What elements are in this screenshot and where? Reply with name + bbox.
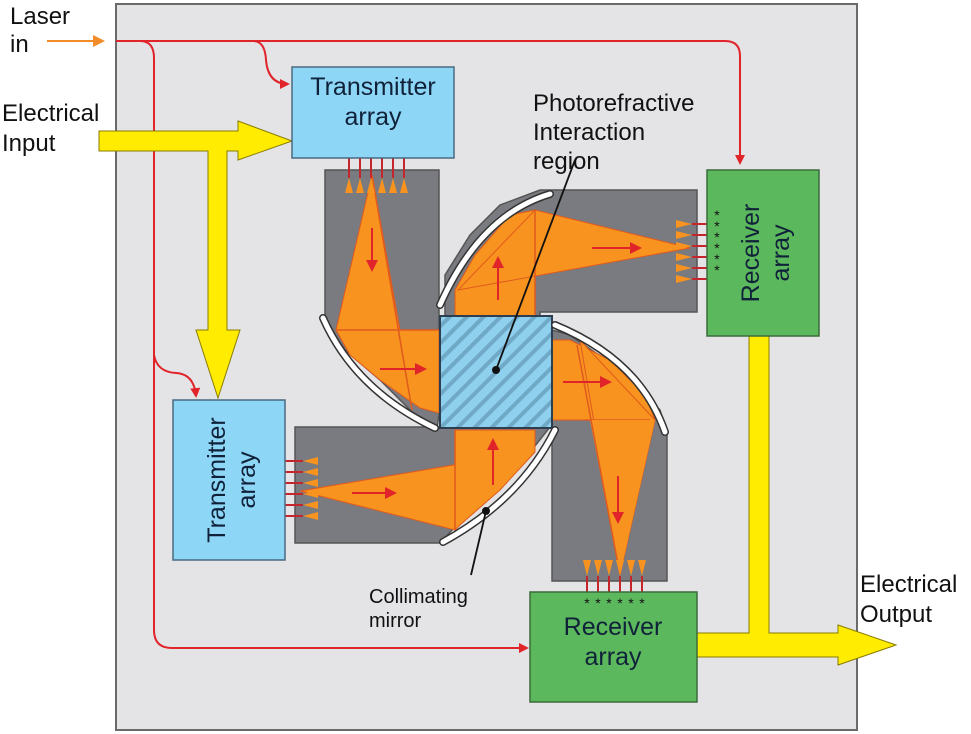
transmitter-array-left: Transmitter array <box>172 399 286 561</box>
emitter-cone <box>303 479 318 487</box>
detector-cone <box>616 560 624 576</box>
emitter-cone <box>345 178 353 193</box>
laser-bus-left <box>139 40 529 653</box>
photorefractive-label-2: Interaction <box>533 119 645 146</box>
laser-lines <box>47 35 745 653</box>
laser-branch-tx-left <box>153 354 201 398</box>
collimating-mirrors <box>319 190 669 546</box>
detector-cone <box>627 560 635 576</box>
emitters-top <box>345 158 408 193</box>
detector-mark: * <box>714 207 720 223</box>
electrical-input-label-1: Electrical <box>2 100 99 127</box>
detector-mark: * <box>714 251 720 267</box>
detector-cone <box>676 220 692 228</box>
receiver-array-right: Receiver array <box>706 169 820 337</box>
emitter-cone <box>378 178 386 193</box>
detector-mark: * <box>628 595 634 611</box>
emitter-cone <box>400 178 408 193</box>
detector-mark: * <box>639 595 645 611</box>
detector-mark: * <box>714 229 720 245</box>
photorefractive-label-1: Photorefractive <box>533 90 694 117</box>
leader-collimating <box>470 510 487 576</box>
transmitter-array-top: Transmitter array <box>291 66 455 159</box>
leader-lines <box>470 159 576 576</box>
laser-branch-tx-top <box>252 40 290 89</box>
detector-mark: * <box>595 595 601 611</box>
receiver-bottom-label-2: array <box>585 643 642 671</box>
detector-mark: * <box>714 262 720 278</box>
detector-marks-right: ****** <box>714 207 720 278</box>
emitter-cone <box>303 501 318 509</box>
electrical-output-arrow <box>696 335 898 666</box>
laser-bus-top <box>116 40 745 165</box>
leader-photorefractive-dot <box>492 366 500 374</box>
leader-collimating-dot <box>482 507 490 515</box>
transmitter-left-label-2: array <box>233 451 261 508</box>
photorefractive-label-3: region <box>533 148 600 175</box>
detector-mark: * <box>617 595 623 611</box>
detector-cone <box>676 242 692 250</box>
beam-bottom-cone-main <box>590 420 655 575</box>
detector-cone <box>676 264 692 272</box>
emitter-cone <box>303 490 318 498</box>
emitter-cone <box>303 468 318 476</box>
receiver-bottom-label-1: Receiver <box>564 613 663 641</box>
detector-cone <box>676 231 692 239</box>
transmitter-top-label-2: array <box>345 103 402 131</box>
beam-right-cone <box>456 209 691 291</box>
emitters-left <box>285 457 318 520</box>
emitter-cone <box>367 178 375 193</box>
electrical-input-label-2: Input <box>2 130 56 157</box>
electrical-input-arrow <box>98 120 294 400</box>
leader-photorefractive <box>495 159 576 371</box>
emitter-cone <box>303 512 318 520</box>
transmitter-top-label-1: Transmitter <box>310 73 435 101</box>
emitter-cone <box>303 457 318 465</box>
receiver-right-label-1: Receiver <box>737 204 765 303</box>
detectors-bottom <box>583 560 646 592</box>
detector-mark: * <box>714 240 720 256</box>
detector-cone <box>583 560 591 576</box>
detector-cone <box>638 560 646 576</box>
transmitter-left-label-1: Transmitter <box>203 417 231 542</box>
emitter-cone <box>389 178 397 193</box>
electrical-output-label-1: Electrical <box>860 571 957 598</box>
laser-in-label-1: Laser <box>10 3 70 30</box>
collimating-mirror-label-2: mirror <box>369 610 422 632</box>
emitter-cone <box>356 178 364 193</box>
detector-mark: * <box>606 595 612 611</box>
electrical-arrows <box>98 120 898 666</box>
detector-marks-bottom: * * * * * * <box>584 595 645 611</box>
receiver-right-label-2: array <box>767 224 795 281</box>
detector-cone <box>594 560 602 576</box>
detector-mark: * <box>584 595 590 611</box>
detector-cone <box>676 275 692 283</box>
detectors-right <box>676 220 707 283</box>
electrical-output-label-2: Output <box>860 601 932 628</box>
collimating-mirror-label-1: Collimating <box>369 586 468 608</box>
receiver-array-bottom: Receiver array <box>529 591 698 703</box>
laser-in-label-2: in <box>10 31 29 58</box>
beam-arrows <box>352 228 642 524</box>
detector-cone <box>605 560 613 576</box>
detector-mark: * <box>714 218 720 234</box>
detector-cone <box>676 253 692 261</box>
